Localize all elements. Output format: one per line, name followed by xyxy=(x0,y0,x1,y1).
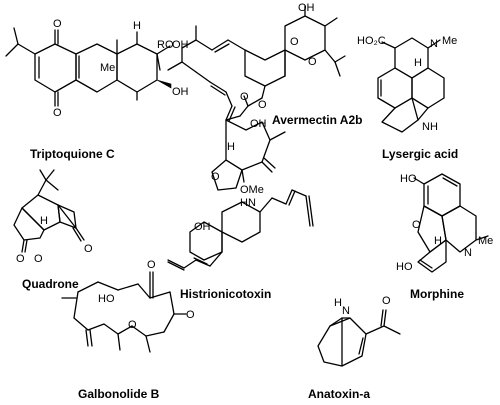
avermectin-atom-ome: OMe xyxy=(240,184,264,196)
triptoquione-c-atom-o-bottom: O xyxy=(53,107,62,119)
anatoxin-atom-o: O xyxy=(382,295,391,307)
histrionicotoxin-atom-oh: OH xyxy=(194,221,211,233)
avermectin-atom-ro: RO xyxy=(157,39,174,51)
anatoxin-a-label: Anatoxin-a xyxy=(308,387,370,401)
quadrone-atom-o-ring: O xyxy=(34,253,43,265)
avermectin-atom-o-ester: O xyxy=(258,99,267,111)
avermectin-a2b-label: Avermectin A2b xyxy=(272,113,362,127)
lysergic-atom-nh: NH xyxy=(422,121,438,133)
histrionicotoxin-atom-hn: HN xyxy=(240,197,256,209)
avermectin-atom-o-carbonyl: O xyxy=(240,91,249,103)
quadrone-atom-o-ketone: O xyxy=(84,243,93,255)
morphine-atom-ho-top: HO xyxy=(400,173,417,185)
galbonolide-b-label: Galbonolide B xyxy=(78,387,160,401)
galbonolide-atom-o-carbonyl: O xyxy=(186,309,195,321)
anatoxin-atom-h: H xyxy=(334,297,342,309)
triptoquione-c-atom-me: Me xyxy=(100,62,115,74)
lysergic-atom-n: N xyxy=(430,38,438,50)
quadrone-atom-h: H xyxy=(40,215,48,227)
avermectin-atom-oh-top: OH xyxy=(298,2,315,14)
structure-triptoquione-c: O O Me H OH OH Triptoquione C xyxy=(5,18,189,161)
avermectin-atom-o-furan: O xyxy=(211,171,220,183)
avermectin-atom-o-spiro-2: O xyxy=(308,56,317,68)
lysergic-atom-ho2c: HO₂C xyxy=(357,35,386,47)
triptoquione-c-atom-o-top: O xyxy=(53,18,62,30)
histrionicotoxin-label: Histrionicotoxin xyxy=(180,287,271,301)
morphine-atom-o: O xyxy=(412,219,421,231)
structure-lysergic-acid: HO₂C N Me NH H Lysergic acid xyxy=(357,35,458,161)
lysergic-atom-me: Me xyxy=(442,35,457,47)
lysergic-atom-h: H xyxy=(414,57,422,69)
avermectin-atom-oh-ring: OH xyxy=(250,118,267,130)
structure-anatoxin-a: H N O Anatoxin-a xyxy=(308,295,401,401)
avermectin-atom-o-spiro-1: O xyxy=(290,36,299,48)
avermectin-atom-h: H xyxy=(227,141,235,153)
structure-morphine: HO O N Me HO H Morphine xyxy=(396,173,493,301)
triptoquione-c-atom-oh-top: OH xyxy=(172,39,189,51)
morphine-atom-h: H xyxy=(434,235,442,247)
galbonolide-atom-o-ketone: O xyxy=(147,259,156,271)
triptoquione-c-atom-h: H xyxy=(133,20,141,32)
galbonolide-atom-ho: HO xyxy=(98,293,115,305)
lysergic-acid-label: Lysergic acid xyxy=(382,147,458,161)
triptoquione-c-atom-oh-bottom: OH xyxy=(172,86,189,98)
structure-galbonolide-b: O HO O O Galbonolide B xyxy=(61,259,195,401)
morphine-atom-n: N xyxy=(464,247,472,259)
structure-histrionicotoxin: HN OH Histrionicotoxin xyxy=(167,189,314,301)
triptoquione-c-label: Triptoquione C xyxy=(30,147,115,161)
quadrone-label: Quadrone xyxy=(22,277,79,291)
morphine-atom-ho-bottom: HO xyxy=(396,261,413,273)
morphine-label: Morphine xyxy=(410,287,464,301)
anatoxin-atom-n: N xyxy=(342,305,350,317)
structure-avermectin-a2b: OH O O RO O O OH O OMe H Avermectin A2b xyxy=(157,2,362,196)
galbonolide-atom-o-lactone: O xyxy=(128,319,137,331)
quadrone-atom-o-carbonyl: O xyxy=(16,253,25,265)
structure-quadrone: O O O H Quadrone xyxy=(13,169,93,291)
morphine-atom-me: Me xyxy=(478,235,493,247)
